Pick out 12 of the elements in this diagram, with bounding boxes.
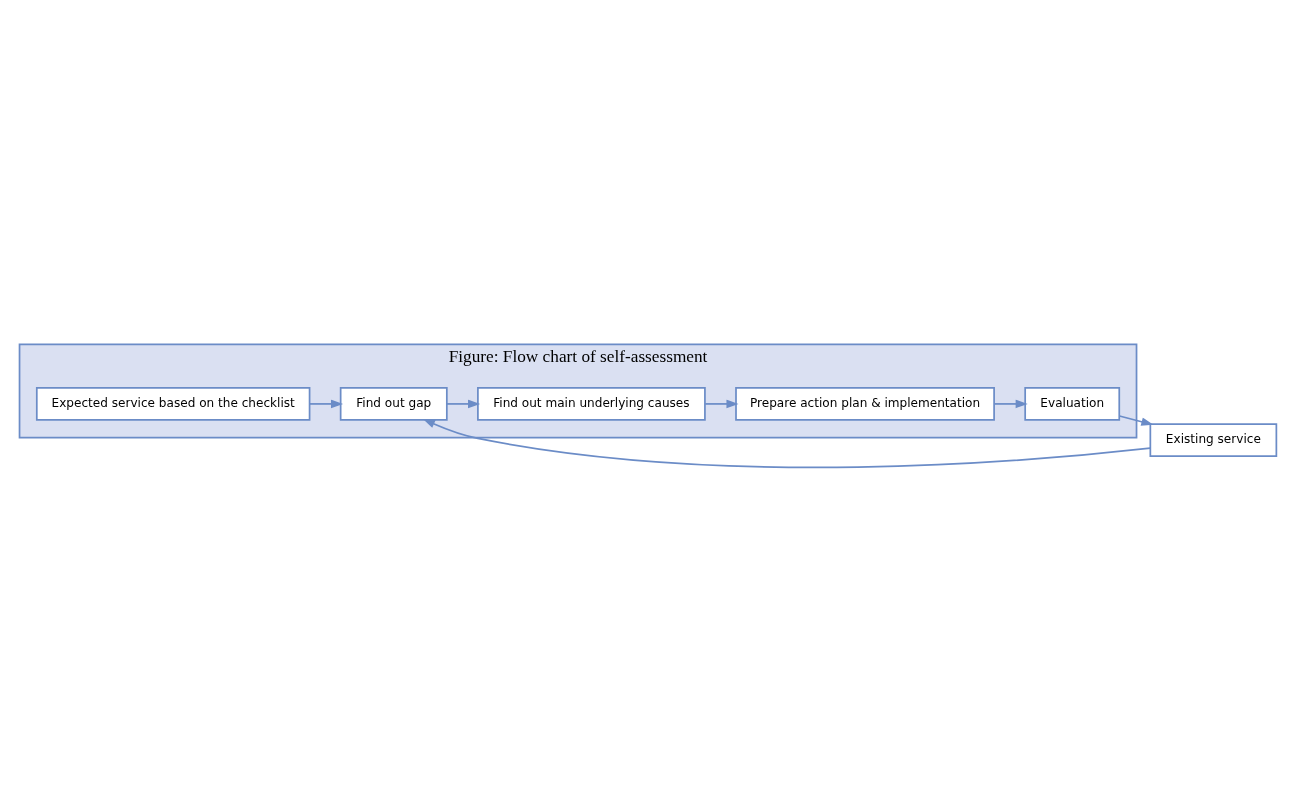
node-box: Expected service based on the checklist — [35, 386, 311, 421]
arrow — [422, 418, 1152, 468]
arrow — [1118, 414, 1154, 426]
arrow — [446, 399, 481, 408]
node-box: Find out main underlying causes — [477, 386, 706, 421]
arrow — [704, 399, 739, 408]
node-box: Find out gap — [339, 386, 448, 421]
arrow — [308, 399, 344, 408]
node-box: Prepare action plan & implementation — [735, 386, 995, 421]
node-box: Evaluation — [1024, 386, 1121, 421]
arrow — [993, 399, 1028, 408]
node-box: Existing service — [1149, 422, 1278, 457]
